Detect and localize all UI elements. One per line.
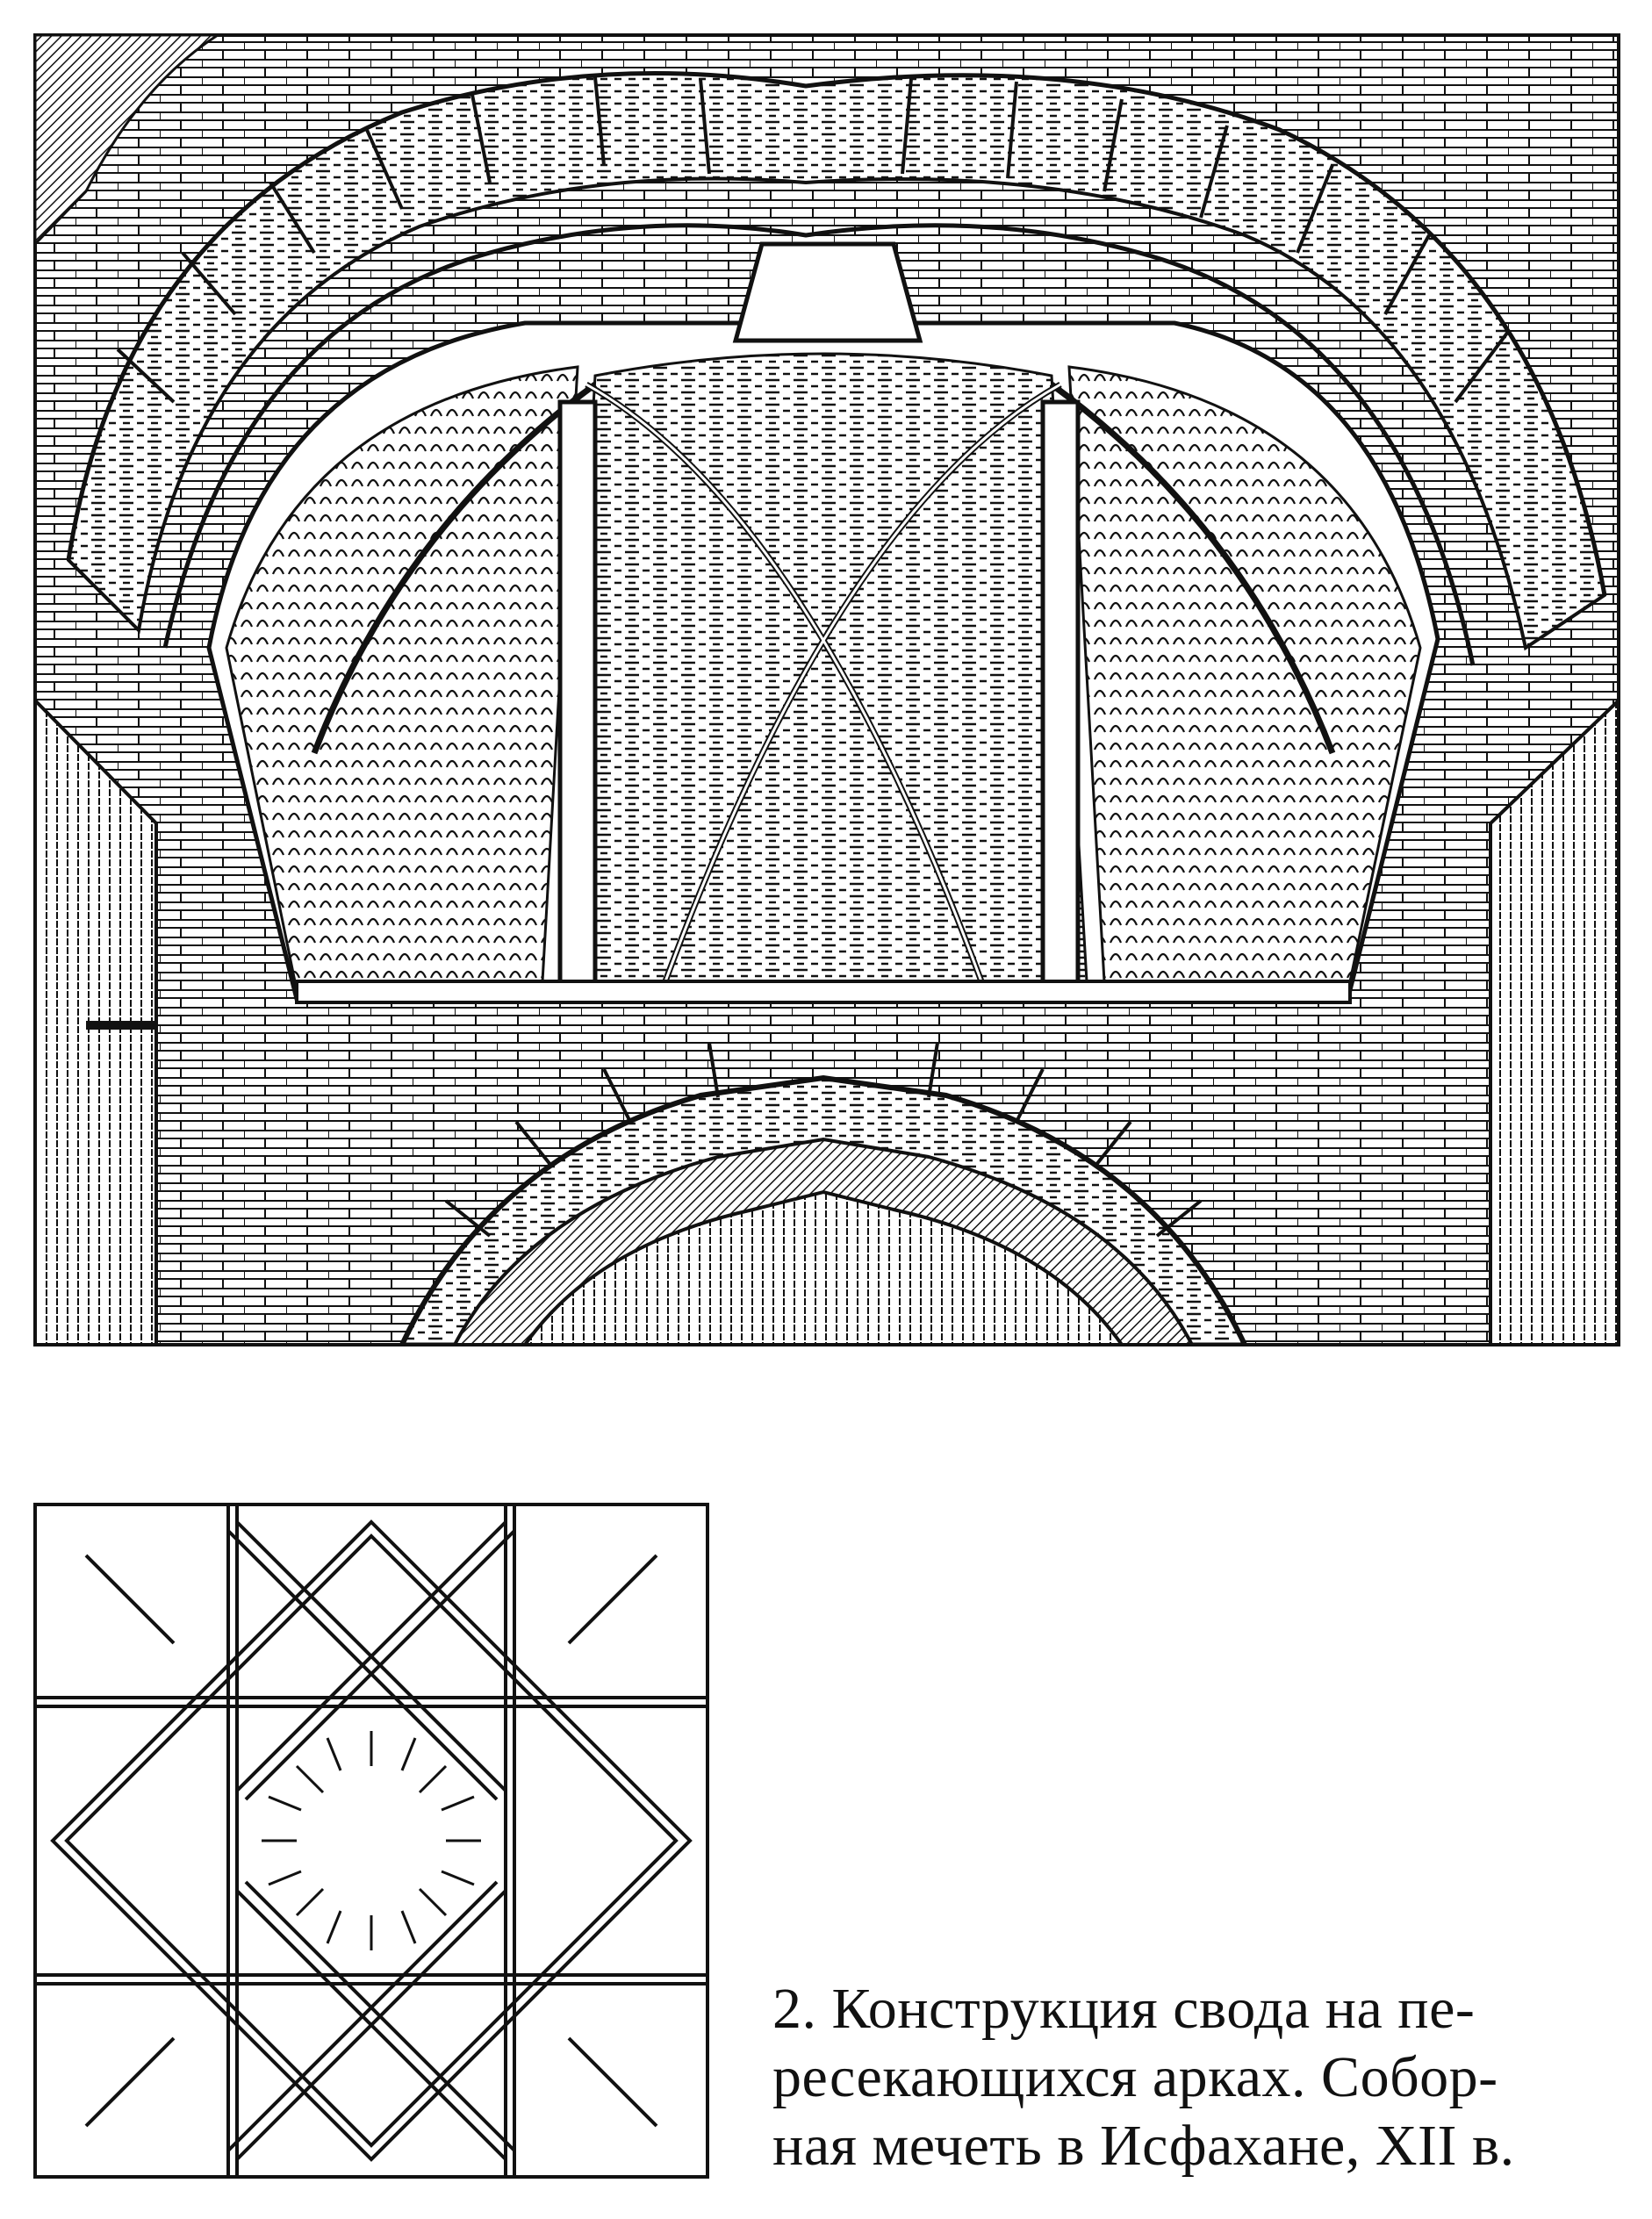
vault-ground-plan: [33, 1503, 709, 2179]
caption-line: 2. Конструкция свода на пе-: [772, 1977, 1476, 2041]
caption-line: ная мечеть в Исфахане, XII в.: [772, 2114, 1515, 2178]
vault-perspective-drawing: [33, 33, 1620, 1346]
caption-line: ресекающихся арках. Собор-: [772, 2045, 1498, 2109]
figure-caption: 2. Конструкция свода на пе- ресекающихся…: [772, 1975, 1615, 2180]
